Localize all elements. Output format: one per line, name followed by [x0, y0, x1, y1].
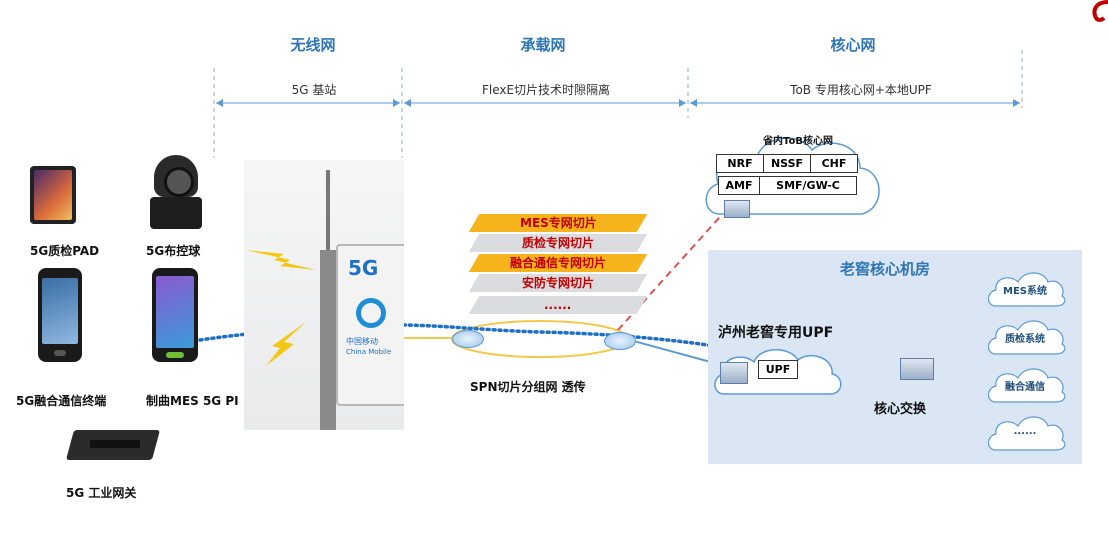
slice-quality: 质检专网切片: [468, 234, 648, 252]
pad-device: [30, 166, 76, 224]
china-mobile-en: China Mobile: [346, 348, 392, 356]
upf-title: 泸州老窖专用UPF: [718, 325, 834, 341]
section-sub-wireless: 5G 基站: [268, 81, 360, 98]
section-sub-bearer: FlexE切片技术时隙隔离: [450, 81, 642, 98]
upf-device-icon: [720, 362, 748, 384]
core-room-title: 老窖核心机房: [840, 260, 931, 278]
section-title-wireless: 无线网: [290, 36, 336, 54]
ptz-camera-device: [148, 155, 204, 231]
system-cloud-more: [987, 416, 1066, 451]
section-title-core: 核心网: [830, 36, 876, 54]
section-sub-core: ToB 专用核心网+本地UPF: [760, 81, 962, 98]
spn-router-icon: [452, 330, 484, 348]
system-quality: 质检系统: [1005, 334, 1045, 345]
nf-chf: CHF: [811, 154, 858, 173]
slice-mes: MES专网切片: [468, 214, 648, 232]
nf-smf: SMF/GW-C: [760, 176, 857, 195]
china-mobile-cn: 中国移动: [346, 337, 378, 346]
gateway-device: [65, 424, 161, 466]
system-mes: MES系统: [1003, 286, 1047, 297]
system-cloud-quality: [987, 320, 1066, 355]
switch-label: 核心交换: [874, 402, 927, 417]
spn-router-icon: [604, 332, 636, 350]
system-more: ......: [1013, 426, 1037, 437]
lightning-icon: [246, 250, 316, 270]
slice-more: ......: [468, 296, 648, 314]
5g-badge: 5G: [348, 256, 379, 280]
slice-security: 安防专网切片: [468, 274, 648, 292]
province-core-nf-row2: AMF SMF/GW-C: [718, 176, 857, 195]
system-cloud-comm: [987, 368, 1066, 403]
upf-box: UPF: [758, 360, 798, 379]
brand-logo-icon: [1092, 0, 1108, 22]
base-station-photo: 5G 中国移动 China Mobile: [244, 160, 404, 430]
spn-label: SPN切片分组网 透传: [470, 380, 586, 394]
gateway-label: 5G 工业网关: [66, 486, 137, 500]
lightning-icon: [266, 322, 306, 366]
terminal-label: 5G融合通信终端: [16, 394, 107, 408]
mes-phone-device: [152, 268, 198, 362]
nf-nssf: NSSF: [764, 154, 811, 173]
system-cloud-mes: [987, 272, 1066, 307]
ptz-camera-label: 5G布控球: [146, 244, 201, 258]
terminal-device: [38, 268, 82, 362]
nf-nrf: NRF: [716, 154, 764, 173]
base-station-antenna: 5G 中国移动 China Mobile: [336, 244, 404, 406]
pad-label: 5G质检PAD: [30, 244, 100, 258]
core-switch-device-icon: [900, 358, 934, 380]
province-core-nf-row1: NRF NSSF CHF: [716, 154, 858, 173]
province-core-title: 省内ToB核心网: [763, 136, 833, 147]
mes-phone-label: 制曲MES 5G PI: [146, 394, 239, 408]
system-comm: 融合通信: [1005, 382, 1045, 393]
nf-amf: AMF: [718, 176, 760, 195]
section-title-bearer: 承载网: [520, 36, 566, 54]
core-switch-icon: [724, 200, 750, 218]
slice-comm: 融合通信专网切片: [468, 254, 648, 272]
china-mobile-logo-icon: [356, 298, 386, 328]
